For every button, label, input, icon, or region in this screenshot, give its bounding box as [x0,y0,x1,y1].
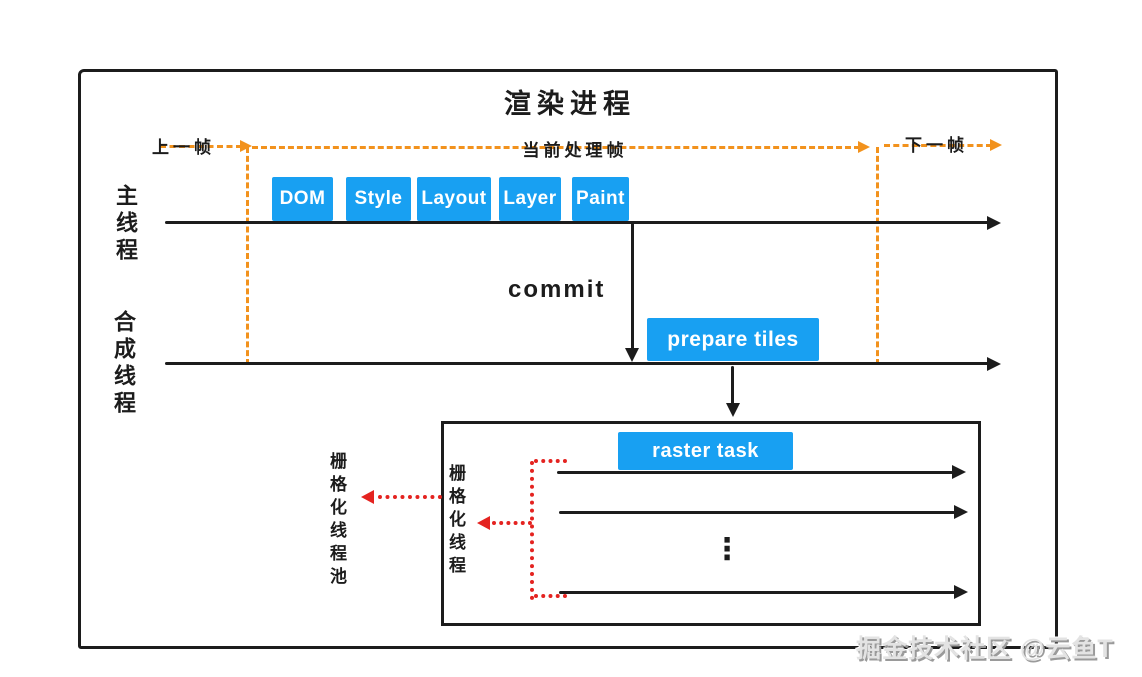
current-frame-label: 当前处理帧 [522,141,628,160]
stage-box-dom: DOM [272,177,333,221]
prepare-tiles-box: prepare tiles [647,318,819,361]
commit-label: commit [508,276,606,303]
raster-arrow-3-head-icon [954,585,968,599]
frame-boundary-left [246,147,249,365]
watermark: 掘金技术社区 @云鱼T [856,635,1114,663]
stage-box-layout: Layout [417,177,491,221]
stage-box-layer: Layer [499,177,561,221]
compositor-thread-arrowhead-icon [987,357,1001,371]
raster-thread-pointer-dotted-line [492,521,532,525]
frame-boundary-right [876,147,879,365]
current-frame-arrowhead-icon [858,141,870,153]
pool-pointer-arrowhead-icon [361,490,374,504]
next-frame-label: 下一帧 [905,136,968,155]
raster-thread-label: 栅格化线程 [446,464,465,579]
raster-bracket-top [534,459,567,463]
stage-box-style: Style [346,177,411,221]
raster-arrow-2-line [559,511,955,514]
stage-box-paint: Paint [572,177,629,221]
raster-bracket-bottom [534,594,567,598]
commit-arrow-line [631,223,634,351]
next-frame-arrowhead-icon [990,139,1002,151]
raster-arrow-1-line [557,471,953,474]
next-frame-dashed-line [884,144,992,147]
main-thread-label: 主线程 [113,184,138,265]
raster-task-box: raster task [618,432,793,470]
main-thread-arrowhead-icon [987,216,1001,230]
current-frame-dashed-line [252,146,860,149]
raster-arrow-2-head-icon [954,505,968,519]
main-thread-line [165,221,989,224]
tiles-arrowhead-icon [726,403,740,417]
pool-pointer-dotted-line [378,495,442,499]
raster-thread-pointer-arrowhead-icon [477,516,490,530]
raster-bracket-vertical [530,461,534,600]
outer-frame [78,69,1058,649]
prev-frame-label: 上一帧 [152,138,215,157]
raster-pool-label: 栅格化线程池 [327,452,346,590]
raster-ellipsis: ⋮ [712,533,742,566]
raster-arrow-1-head-icon [952,465,966,479]
raster-arrow-3-line [559,591,955,594]
prev-frame-arrowhead-icon [240,140,252,152]
prev-frame-dashed-line [160,145,242,148]
compositor-thread-line [165,362,989,365]
commit-arrowhead-icon [625,348,639,362]
compositor-thread-label: 合成线程 [111,310,136,418]
tiles-arrow-line [731,366,734,406]
diagram-title: 渲染进程 [504,89,636,119]
